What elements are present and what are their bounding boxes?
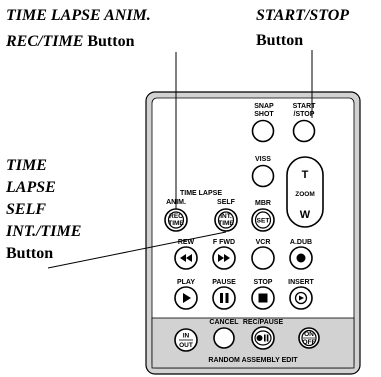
on-off-text-bottom: OFF <box>303 339 316 346</box>
snap-shot-label-2: SHOT <box>254 111 274 118</box>
record-dot-icon <box>296 253 306 263</box>
pause-label: PAUSE <box>212 279 236 286</box>
mbr-label: MBR <box>255 200 271 207</box>
callout-start-stop-line1: START/STOP <box>256 7 349 24</box>
time-lapse-header: TIME LAPSE <box>180 190 222 197</box>
vcr-button[interactable] <box>251 246 275 270</box>
zoom-wide-label: W <box>300 209 311 221</box>
cancel-label: CANCEL <box>209 319 239 326</box>
stop-label: STOP <box>254 279 273 286</box>
start-stop-label-1: START <box>293 103 317 110</box>
adub-label: A.DUB <box>290 239 312 246</box>
callout-self-line1: TIME <box>6 157 47 174</box>
mbr-set-text: SET <box>257 218 270 225</box>
mbr-set-inner <box>254 211 272 229</box>
callout-time-lapse-anim-line1: TIME LAPSE ANIM. <box>6 7 151 24</box>
stop-icon <box>258 293 268 303</box>
random-assembly-edit-label: RANDOM ASSEMBLY EDIT <box>208 357 298 364</box>
int-time-text-2: TIME <box>218 220 234 227</box>
callout-time-lapse-anim-line2: REC/TIME Button <box>5 33 135 50</box>
rew-icon <box>180 254 192 262</box>
self-label: SELF <box>217 199 236 206</box>
zoom-tele-label: T <box>302 169 309 181</box>
callout-self-line5: Button <box>6 245 53 262</box>
pause-button[interactable] <box>212 286 236 310</box>
insert-label: INSERT <box>288 279 314 286</box>
in-out-text-bottom: OUT <box>179 342 193 349</box>
leader-int-time <box>47 231 227 269</box>
anim-label: ANIM. <box>166 199 186 206</box>
ffwd-icon <box>218 254 230 262</box>
callout-self-line2: LAPSE <box>5 179 56 196</box>
rec-time-inner <box>167 211 185 229</box>
rew-label: REW <box>178 239 195 246</box>
zoom-label: ZOOM <box>295 191 315 198</box>
cancel-button[interactable] <box>213 327 235 349</box>
insert-icon <box>294 291 308 305</box>
callout-start-stop-line2: Button <box>256 32 303 49</box>
rec-pause-label: REC/PAUSE <box>243 319 284 326</box>
play-icon <box>183 293 191 303</box>
rec-pause-icon <box>256 334 269 342</box>
rec-time-text-2: TIME <box>168 220 184 227</box>
vcr-label: VCR <box>256 239 271 246</box>
snap-shot-label-1: SNAP <box>254 103 274 110</box>
on-off-text-top: ON <box>304 331 314 338</box>
rec-time-text-1: REC <box>169 213 183 220</box>
ffwd-label: F FWD <box>213 239 235 246</box>
int-time-text-1: INT. <box>220 213 232 220</box>
viss-button[interactable] <box>251 164 275 188</box>
start-stop-label-2: /STOP <box>294 111 315 118</box>
callout-self-line3: SELF <box>6 201 46 218</box>
start-stop-button[interactable] <box>292 119 316 143</box>
viss-label: VISS <box>255 156 271 163</box>
play-label: PLAY <box>177 279 195 286</box>
int-time-inner <box>217 211 235 229</box>
callout-self-line4: INT./TIME <box>5 223 81 240</box>
in-out-text-top: IN <box>183 333 190 340</box>
pause-icon <box>220 293 229 303</box>
snap-shot-button[interactable] <box>251 119 275 143</box>
zoom-rocker[interactable] <box>286 156 324 228</box>
